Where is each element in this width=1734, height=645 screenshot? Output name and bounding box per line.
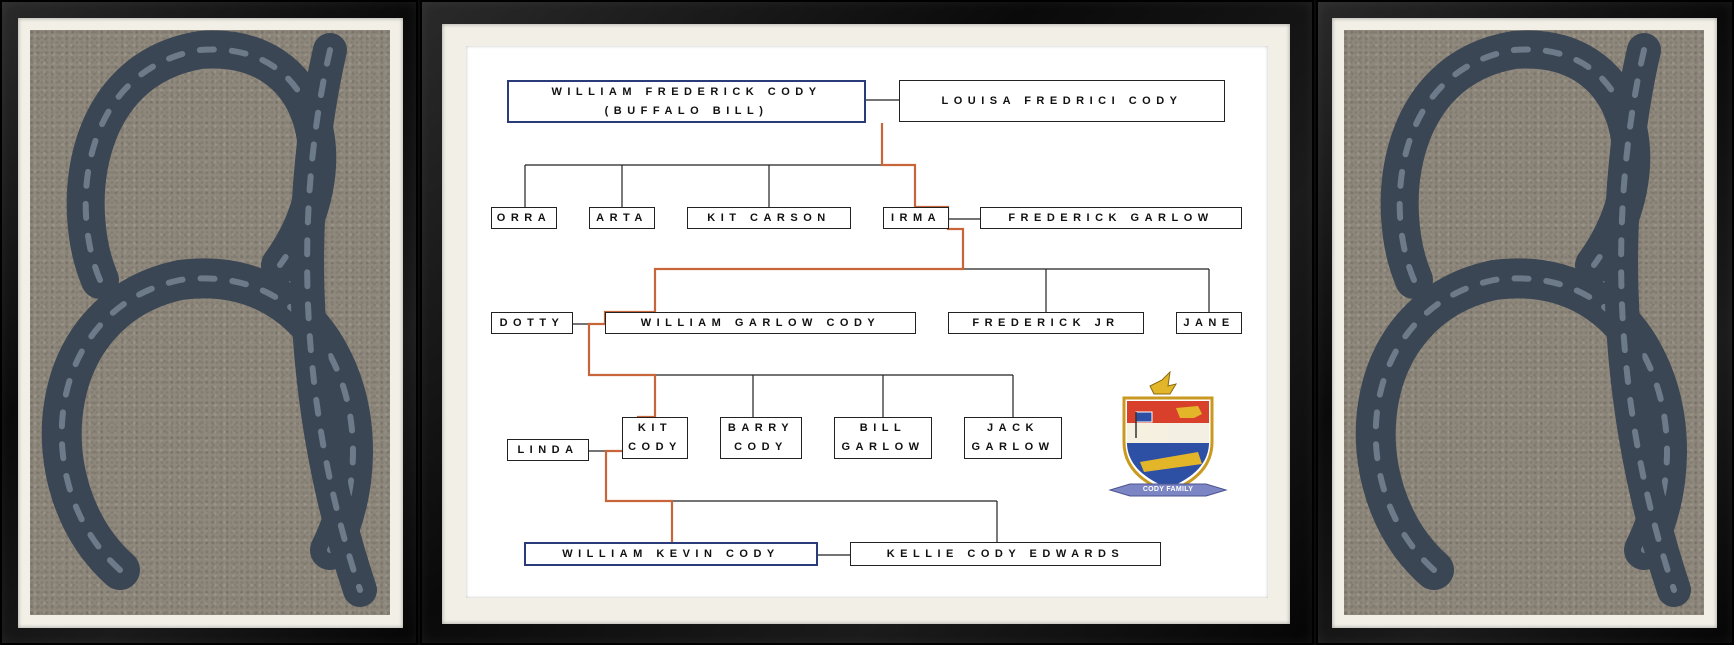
node-kit-carson: KIT CARSON — [687, 207, 851, 229]
node-label: DOTTY — [499, 316, 565, 329]
node-louisa-fredrici-cody: LOUISA FREDRICI CODY — [899, 80, 1225, 122]
node-line: (BUFFALO BILL) — [604, 104, 769, 117]
node-orra: ORRA — [491, 207, 557, 229]
right-horseshoe-photo — [1344, 30, 1704, 615]
node-label: KELLIE CODY EDWARDS — [886, 547, 1125, 560]
left-horseshoe-photo — [30, 30, 390, 615]
node-frederick-garlow: FREDERICK GARLOW — [980, 207, 1242, 229]
node-arta: ARTA — [589, 207, 655, 229]
node-william-frederick-cody: WILLIAM FREDERICK CODY (BUFFALO BILL) — [507, 80, 866, 123]
node-label: FREDERICK JR — [972, 316, 1120, 329]
node-line: KIT — [637, 422, 673, 434]
node-bill-garlow: BILL GARLOW — [834, 417, 932, 459]
node-line: GARLOW — [841, 441, 925, 453]
node-label: WILLIAM KEVIN CODY — [562, 547, 780, 560]
node-line: GARLOW — [971, 441, 1055, 453]
crest-banner-text: CODY FAMILY — [1142, 486, 1194, 493]
node-irma: IRMA — [883, 207, 949, 229]
node-kit-cody: KIT CODY — [622, 417, 688, 459]
node-line: BILL — [859, 422, 907, 434]
node-line: CODY — [734, 441, 788, 453]
node-line: WILLIAM FREDERICK CODY — [551, 85, 822, 98]
node-label: FREDERICK GARLOW — [1008, 211, 1214, 224]
node-william-garlow-cody: WILLIAM GARLOW CODY — [605, 312, 916, 334]
node-dotty: DOTTY — [491, 312, 573, 334]
node-line: CODY — [628, 441, 682, 453]
node-label: ORRA — [496, 211, 552, 224]
horseshoe-letter-b-icon — [41, 30, 377, 607]
node-jane: JANE — [1176, 312, 1242, 334]
node-label: IRMA — [890, 211, 942, 224]
node-label: ARTA — [596, 211, 648, 224]
node-label: JANE — [1183, 316, 1235, 329]
node-line: JACK — [987, 422, 1039, 434]
horseshoe-letter-b-icon — [1355, 30, 1691, 607]
node-frederick-jr: FREDERICK JR — [948, 312, 1144, 334]
node-jack-garlow: JACK GARLOW — [964, 417, 1062, 459]
node-label: KIT CARSON — [707, 211, 831, 224]
node-kellie-cody-edwards: KELLIE CODY EDWARDS — [850, 542, 1161, 566]
node-linda: LINDA — [507, 439, 589, 461]
node-barry-cody: BARRY CODY — [720, 417, 802, 459]
node-line: BARRY — [727, 422, 795, 434]
node-william-kevin-cody: WILLIAM KEVIN CODY — [524, 542, 818, 566]
node-label: WILLIAM GARLOW CODY — [640, 316, 881, 329]
node-label: LOUISA FREDRICI CODY — [941, 94, 1183, 107]
node-label: LINDA — [517, 443, 579, 456]
